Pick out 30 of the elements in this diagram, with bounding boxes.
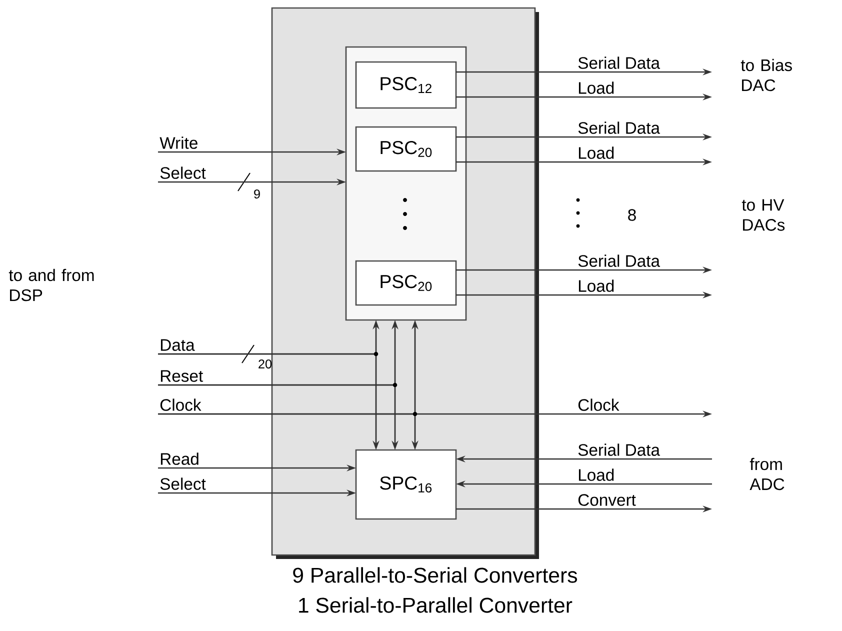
signal-label: Clock <box>576 397 621 412</box>
signal-label: Read <box>158 451 201 466</box>
signal-label: Serial Data <box>576 120 662 136</box>
side-label: to and from DSP <box>8 268 94 302</box>
channel-count: 8 <box>628 209 636 221</box>
converter-box: PSC$_{12}$ <box>355 61 457 109</box>
signal-label: Serial Data <box>576 253 662 268</box>
converter-box: SPC$_{16}$ <box>355 449 457 520</box>
caption-line: 9 Parallel-to-Serial Converters <box>293 567 578 583</box>
bus-width: 20 <box>258 360 272 368</box>
signal-label: Serial Data <box>576 442 662 458</box>
side-label: to Bias DAC <box>740 58 792 92</box>
signal-label: Load <box>576 278 616 294</box>
signal-label: Load <box>576 145 616 160</box>
side-label: to HV DACs <box>742 199 785 231</box>
signal-label: Select <box>158 476 208 492</box>
converter-box: PSC$_{20}$ <box>355 126 457 172</box>
signal-label: Load <box>576 467 616 482</box>
signal-label: Clock <box>158 397 203 412</box>
converter-box: PSC$_{20}$ <box>355 260 457 306</box>
side-label: from ADC <box>750 458 784 490</box>
signal-label: Serial Data <box>576 55 662 70</box>
bus-width: 9 <box>254 190 260 198</box>
signal-label: Write <box>158 135 200 150</box>
signal-label: Convert <box>576 492 638 508</box>
signal-label: Load <box>576 80 616 96</box>
signal-label: Data <box>158 338 196 352</box>
signal-label: Select <box>158 165 208 180</box>
caption-line: 1 Serial-to-Parallel Converter <box>299 597 572 613</box>
signal-label: Reset <box>158 368 204 384</box>
